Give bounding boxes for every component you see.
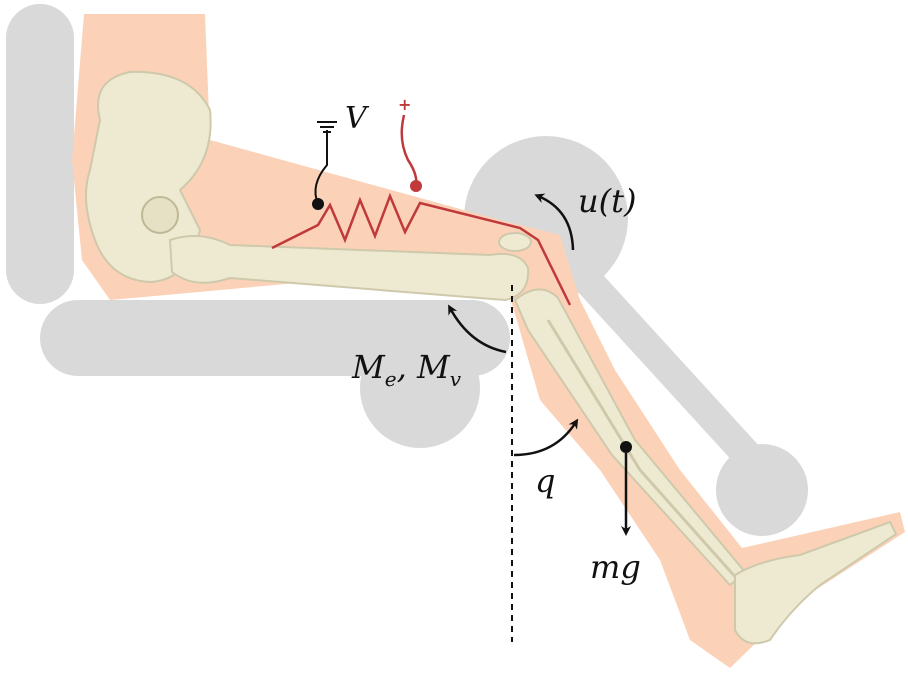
elastic-moment-symbol: M xyxy=(351,348,386,386)
control-torque-label: u(t) xyxy=(578,182,636,220)
positive-lead-wire xyxy=(402,115,417,186)
positive-terminal-symbol: + xyxy=(398,95,411,114)
voltage-label: V xyxy=(345,101,370,136)
chair-foot-roller xyxy=(716,444,808,536)
gravity-label: mg xyxy=(590,548,641,586)
chair-seat-roller xyxy=(360,328,480,448)
chair-backrest xyxy=(6,4,74,304)
passive-moment-label: Me, Mv xyxy=(351,348,462,391)
viscous-moment-subscript: v xyxy=(450,367,462,391)
center-of-mass-dot xyxy=(620,441,632,453)
ground-electrode xyxy=(312,198,324,210)
angle-label: q xyxy=(535,462,555,500)
elastic-moment-subscript: e xyxy=(385,367,397,391)
positive-electrode xyxy=(410,180,422,192)
patella-bone xyxy=(499,233,531,251)
femoral-head xyxy=(142,197,178,233)
label-separator: , xyxy=(397,348,417,386)
svg-text:Me, Mv: Me, Mv xyxy=(351,348,462,391)
viscous-moment-symbol: M xyxy=(416,348,451,386)
